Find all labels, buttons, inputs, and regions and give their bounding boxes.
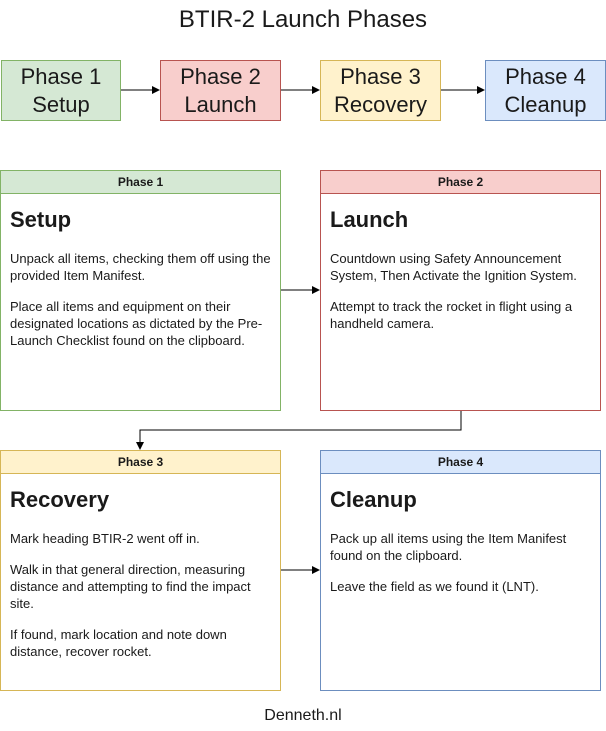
phase-4-card-paragraph: Leave the field as we found it (LNT). xyxy=(330,579,539,594)
diagram-title: BTIR-2 Launch Phases xyxy=(178,6,428,33)
arrow-phase2-to-phase3-card xyxy=(136,411,462,450)
phase-1-card-paragraph: Unpack all items, checking them off usin… xyxy=(10,251,271,283)
top-phase-3-label: Recovery xyxy=(334,91,427,117)
top-phase-2-number: Phase 2 xyxy=(180,63,261,89)
phase-4-card-header: Phase 4 xyxy=(321,451,600,474)
top-phase-1-box: Phase 1 Setup xyxy=(1,60,121,121)
top-phase-4-number: Phase 4 xyxy=(505,63,586,89)
footer-credit: Denneth.nl xyxy=(264,707,342,724)
top-phase-2-label: Launch xyxy=(184,91,257,117)
phase-3-card-paragraph: Walk in that general direction, measurin… xyxy=(10,562,251,611)
phase-3-card-header: Phase 3 xyxy=(1,451,280,474)
phase-2-card-header: Phase 2 xyxy=(321,171,600,194)
phase-3-card-paragraph: Mark heading BTIR-2 went off in. xyxy=(10,531,200,546)
phase-3-card-title: Recovery xyxy=(10,487,110,512)
phase-3-card-paragraph: If found, mark location and note down di… xyxy=(10,627,227,659)
phase-1-card: Phase 1 Setup Unpack all items, checking… xyxy=(0,170,281,411)
phase-2-card-title: Launch xyxy=(330,207,409,232)
top-phase-4-box: Phase 4 Cleanup xyxy=(485,60,606,121)
phase-1-card-header: Phase 1 xyxy=(1,171,280,194)
phase-1-card-title: Setup xyxy=(10,207,72,232)
top-phase-2-box: Phase 2 Launch xyxy=(160,60,281,121)
phase-2-card: Phase 2 Launch Countdown using Safety An… xyxy=(320,170,601,411)
phase-1-card-paragraph: Place all items and equipment on their d… xyxy=(10,299,263,348)
phase-4-card-paragraph: Pack up all items using the Item Manifes… xyxy=(330,531,567,563)
top-phase-1-label: Setup xyxy=(32,91,90,117)
phase-4-card: Phase 4 Cleanup Pack up all items using … xyxy=(320,450,601,691)
phase-2-card-paragraph: Countdown using Safety Announcement Syst… xyxy=(330,251,577,283)
phase-4-card-title: Cleanup xyxy=(330,487,417,512)
top-phase-1-number: Phase 1 xyxy=(20,63,102,89)
top-phase-3-box: Phase 3 Recovery xyxy=(320,60,441,121)
top-phase-4-label: Cleanup xyxy=(504,91,587,117)
top-phase-3-number: Phase 3 xyxy=(340,63,421,89)
phase-2-card-paragraph: Attempt to track the rocket in flight us… xyxy=(330,299,573,331)
phase-3-card: Phase 3 Recovery Mark heading BTIR-2 wen… xyxy=(0,450,281,691)
